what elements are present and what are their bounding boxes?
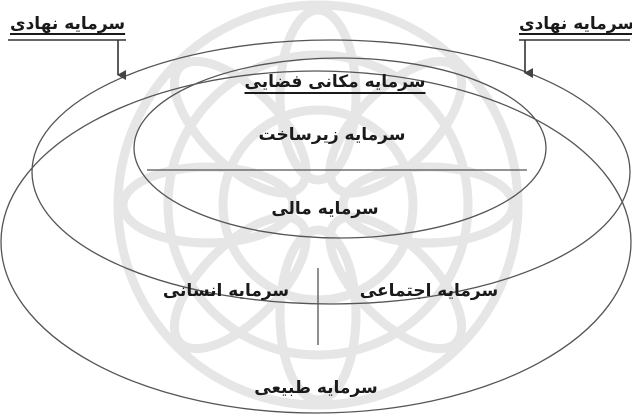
spatial-capital-label: سرمایه مکانی فضایی: [245, 74, 426, 91]
institutional-capital-label-right: سرمایه نهادی: [519, 16, 632, 33]
social-capital-label: سرمایه اجتماعی: [360, 283, 498, 300]
institutional-capital-label-left: سرمایه نهادی: [10, 16, 125, 33]
human-capital-label: سرمایه انسانی: [163, 283, 289, 300]
natural-capital-label: سرمایه طبیعی: [254, 380, 378, 397]
infrastructure-capital-label: سرمایه زیرساخت: [259, 127, 406, 144]
outer-ellipse: [1, 71, 631, 413]
financial-capital-label: سرمایه مالی: [271, 201, 378, 218]
